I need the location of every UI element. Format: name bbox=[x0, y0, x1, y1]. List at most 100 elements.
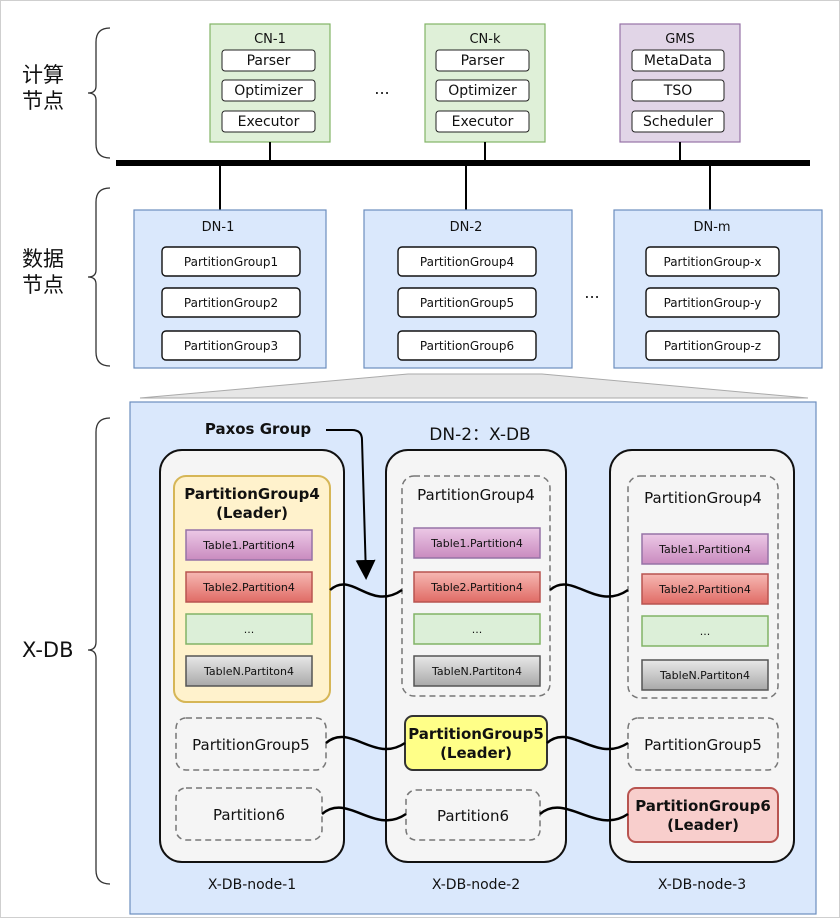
node-1-table2-box bbox=[185, 571, 313, 603]
dn-2-group-2-box bbox=[397, 287, 537, 318]
node-2-table1-box bbox=[413, 527, 541, 559]
node-3-table3-box bbox=[641, 615, 769, 647]
node-1-table2-label: Table2.Partition4 bbox=[202, 581, 295, 594]
cn-1-optimizer-label: Optimizer bbox=[234, 83, 303, 99]
dn-2-title: DN-2 bbox=[450, 220, 483, 235]
node-3-table3-label: ... bbox=[700, 625, 711, 638]
xdb-node-3-name: X-DB-node-3 bbox=[658, 877, 746, 893]
gms-scheduler-label: Scheduler bbox=[643, 114, 713, 130]
gms-title: GMS bbox=[665, 32, 695, 47]
dn-m-group-3-label: PartitionGroup-z bbox=[664, 339, 761, 353]
node-2-pg5-leader: (Leader) bbox=[440, 744, 512, 762]
node-3-table1-box bbox=[641, 533, 769, 565]
dn-m-group-2-box bbox=[645, 287, 780, 318]
pg4-link-1-2 bbox=[329, 583, 403, 598]
dn-m-title: DN-m bbox=[693, 220, 730, 235]
gms-metadata-box bbox=[631, 49, 725, 72]
pg5-link-1-2 bbox=[325, 735, 406, 751]
compute-label-line1: 计算 bbox=[22, 63, 64, 87]
node-2-pg6-box bbox=[405, 789, 541, 841]
node-2-table3-box bbox=[413, 613, 541, 645]
cn-k-parser-box bbox=[435, 49, 530, 72]
paxos-replication-links bbox=[321, 583, 629, 822]
pg5-link-2-3 bbox=[546, 735, 629, 751]
dn-2-group-1-box bbox=[397, 246, 537, 277]
dn-1-group-3-box bbox=[161, 330, 301, 361]
cn-k-executor-label: Executor bbox=[452, 114, 514, 130]
pg4-link-2-3 bbox=[549, 583, 629, 598]
data-section-label: 数据 节点 bbox=[22, 247, 64, 297]
cn-k-optimizer-box bbox=[435, 79, 530, 102]
data-label-line2: 节点 bbox=[22, 273, 64, 297]
dn-m-group-2-label: PartitionGroup-y bbox=[664, 296, 762, 310]
data-label-line1: 数据 bbox=[22, 247, 64, 271]
node-2-pg5-title: PartitionGroup5 bbox=[408, 725, 544, 743]
node-2-pg4-title: PartitionGroup4 bbox=[417, 486, 535, 504]
compute-node-gms: GMS MetaData TSO Scheduler bbox=[619, 23, 741, 143]
zoom-projection bbox=[139, 373, 809, 399]
cn-k-parser-label: Parser bbox=[461, 53, 505, 69]
node-3-pg6-leader: (Leader) bbox=[667, 816, 739, 834]
xdb-panel-title: DN-2：X-DB bbox=[429, 425, 530, 445]
node-1-tableN-label: TableN.Partiton4 bbox=[203, 665, 294, 678]
node-2-tableN-label: TableN.Partiton4 bbox=[431, 665, 522, 678]
dn-1-title: DN-1 bbox=[202, 220, 235, 235]
node-1-table3-box bbox=[185, 613, 313, 645]
node-1-table1-label: Table1.Partition4 bbox=[202, 539, 295, 552]
node-1-pg5-box bbox=[175, 717, 327, 771]
gms-scheduler-box bbox=[631, 110, 725, 133]
cn-1-parser-box bbox=[221, 49, 316, 72]
dn-2-group-3-label: PartitionGroup6 bbox=[420, 339, 514, 353]
dn-1-group-1-label: PartitionGroup1 bbox=[184, 255, 278, 269]
gms-metadata-label: MetaData bbox=[644, 53, 712, 69]
xdb-node-1-name: X-DB-node-1 bbox=[208, 877, 296, 893]
cn-k-optimizer-label: Optimizer bbox=[448, 83, 517, 99]
xdb-section-label: X-DB bbox=[22, 638, 74, 662]
compute-label-line2: 节点 bbox=[22, 89, 64, 113]
paxos-group-label: Paxos Group bbox=[205, 420, 312, 438]
xdb-node-2-name: X-DB-node-2 bbox=[432, 877, 520, 893]
dn-1-group-1-box bbox=[161, 246, 301, 277]
gms-tso-box bbox=[631, 79, 725, 102]
node-3-table2-box bbox=[641, 573, 769, 605]
data-node-dn-1: DN-1 PartitionGroup1 PartitionGroup2 Par… bbox=[133, 209, 327, 369]
compute-ellipsis: ... bbox=[374, 79, 389, 98]
cn-1-title: CN-1 bbox=[254, 32, 286, 47]
dn-1-group-2-label: PartitionGroup2 bbox=[184, 296, 278, 310]
node-3-table2-label: Table2.Partition4 bbox=[658, 583, 751, 596]
dn-2-group-2-label: PartitionGroup5 bbox=[420, 296, 514, 310]
node-1-pg6-label: Partition6 bbox=[213, 806, 285, 824]
dn-1-group-3-label: PartitionGroup3 bbox=[184, 339, 278, 353]
data-brace bbox=[87, 187, 111, 367]
dn-m-group-1-label: PartitionGroup-x bbox=[664, 255, 762, 269]
data-node-dn-2: DN-2 PartitionGroup4 PartitionGroup5 Par… bbox=[363, 209, 573, 369]
node-2-pg6-label: Partition6 bbox=[437, 807, 509, 825]
cn-1-optimizer-box bbox=[221, 79, 316, 102]
node-3-table1-label: Table1.Partition4 bbox=[658, 543, 751, 556]
dn-m-group-3-box bbox=[645, 330, 780, 361]
node-3-tableN-label: TableN.Partiton4 bbox=[659, 669, 750, 682]
node-1-pg5-label: PartitionGroup5 bbox=[192, 736, 310, 754]
node-1-pg4-title: PartitionGroup4 bbox=[184, 485, 320, 503]
node-2-table1-label: Table1.Partition4 bbox=[430, 537, 523, 550]
xdb-brace bbox=[87, 417, 111, 885]
xdb-node-2-pg4-follower: PartitionGroup4 Table1.Partition4 Table2… bbox=[401, 475, 551, 697]
dn-2-group-1-label: PartitionGroup4 bbox=[420, 255, 514, 269]
xdb-node-3-pg4-follower: PartitionGroup4 Table1.Partition4 Table2… bbox=[627, 475, 779, 699]
pg6-link-2-3 bbox=[539, 806, 629, 822]
dn-1-group-2-box bbox=[161, 287, 301, 318]
node-3-pg6-title: PartitionGroup6 bbox=[635, 797, 771, 815]
node-1-tableN-box bbox=[185, 655, 313, 687]
paxos-arrow bbox=[326, 429, 376, 580]
data-ellipsis: ... bbox=[584, 283, 599, 302]
data-node-dn-m: DN-m PartitionGroup-x PartitionGroup-y P… bbox=[613, 209, 823, 369]
compute-node-cn-k: CN-k Parser Optimizer Executor bbox=[424, 23, 546, 143]
cn-1-parser-label: Parser bbox=[247, 53, 291, 69]
pg6-link-1-2 bbox=[321, 806, 407, 822]
node-2-tableN-box bbox=[413, 655, 541, 687]
compute-section-label: 计算 节点 bbox=[22, 63, 64, 113]
node-3-pg4-title: PartitionGroup4 bbox=[644, 489, 762, 507]
cn-k-executor-box bbox=[435, 110, 530, 133]
node-1-table1-box bbox=[185, 529, 313, 561]
